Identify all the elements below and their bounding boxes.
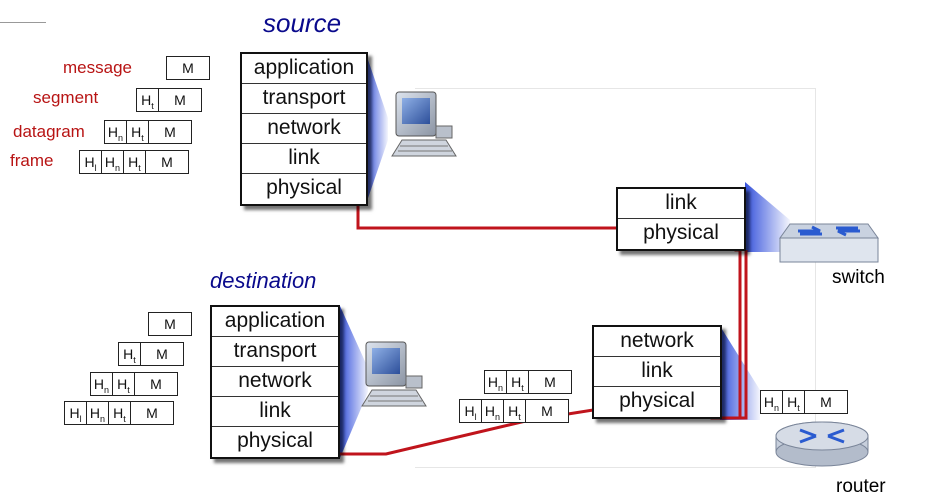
header-hl: Hl xyxy=(65,402,87,424)
source-computer-icon xyxy=(391,91,457,157)
source-layer-physical: physical xyxy=(266,176,342,199)
router-layer-link: link xyxy=(594,357,720,387)
dest-layer-physical: physical xyxy=(237,429,313,452)
source-protocol-stack: application transport network link physi… xyxy=(240,52,368,206)
header-hn: Hn xyxy=(91,373,113,395)
pdu-frame-dest: Hl Hn Ht M xyxy=(64,401,174,425)
header-ht: Ht xyxy=(119,343,141,365)
destination-title: destination xyxy=(210,268,317,293)
header-hn: Hn xyxy=(105,121,127,143)
source-layer-transport: transport xyxy=(242,84,366,114)
header-hn: Hn xyxy=(87,402,109,424)
header-ht: Ht xyxy=(127,121,149,143)
switch-layer-link: link xyxy=(618,189,744,219)
header-ht: Ht xyxy=(137,89,159,111)
switch-layer-physical: physical xyxy=(643,221,719,244)
header-hn: Hn xyxy=(761,391,783,413)
header-ht: Ht xyxy=(113,373,135,395)
pdu-datagram-router-in: Hn Ht M xyxy=(484,370,572,394)
payload-m: M xyxy=(146,405,158,421)
top-rule xyxy=(0,22,46,23)
header-ht: Ht xyxy=(109,402,131,424)
payload-m: M xyxy=(182,60,194,76)
pdu-label-datagram: datagram xyxy=(13,122,85,141)
pdu-segment-source: Ht M xyxy=(136,88,202,112)
destination-protocol-stack: application transport network link physi… xyxy=(210,305,340,459)
payload-m: M xyxy=(150,376,162,392)
dest-layer-network: network xyxy=(212,367,338,397)
router-icon xyxy=(775,421,869,467)
header-hl: Hl xyxy=(460,400,482,422)
header-hn: Hn xyxy=(482,400,504,422)
payload-m: M xyxy=(541,403,553,419)
header-ht: Ht xyxy=(504,400,526,422)
switch-protocol-stack: link physical xyxy=(616,187,746,251)
header-hl: Hl xyxy=(80,151,102,173)
header-ht: Ht xyxy=(124,151,146,173)
router-layer-physical: physical xyxy=(619,389,695,412)
source-layer-application: application xyxy=(242,54,366,84)
pdu-segment-dest: Ht M xyxy=(118,342,184,366)
header-ht: Ht xyxy=(507,371,529,393)
dest-layer-transport: transport xyxy=(212,337,338,367)
switch-beam xyxy=(745,182,790,252)
source-beam xyxy=(366,54,388,204)
data-path-router-return xyxy=(720,250,748,420)
switch-label: switch xyxy=(832,267,885,288)
payload-m: M xyxy=(174,92,186,108)
header-ht: Ht xyxy=(783,391,805,413)
source-layer-network: network xyxy=(242,114,366,144)
pdu-label-segment: segment xyxy=(33,88,99,107)
pdu-frame-router-in: Hl Hn Ht M xyxy=(459,399,569,423)
pdu-datagram-router-out: Hn Ht M xyxy=(760,390,848,414)
pdu-datagram-dest: Hn Ht M xyxy=(90,372,178,396)
switch-icon xyxy=(779,223,879,263)
payload-m: M xyxy=(820,394,832,410)
pdu-frame-source: Hl Hn Ht M xyxy=(79,150,189,174)
router-label: router xyxy=(836,476,886,497)
network-region xyxy=(415,88,816,468)
pdu-label-message: message xyxy=(63,58,132,77)
pdu-datagram-source: Hn Ht M xyxy=(104,120,192,144)
payload-m: M xyxy=(164,316,176,332)
source-title: source xyxy=(263,8,342,38)
header-hn: Hn xyxy=(102,151,124,173)
source-layer-link: link xyxy=(242,144,366,174)
dest-layer-link: link xyxy=(212,397,338,427)
payload-m: M xyxy=(156,346,168,362)
pdu-message-source: M xyxy=(166,56,210,80)
dest-layer-application: application xyxy=(212,307,338,337)
router-protocol-stack: network link physical xyxy=(592,325,722,419)
payload-m: M xyxy=(164,124,176,140)
pdu-message-dest: M xyxy=(148,312,192,336)
destination-computer-icon xyxy=(361,341,427,407)
payload-m: M xyxy=(544,374,556,390)
payload-m: M xyxy=(161,154,173,170)
pdu-label-frame: frame xyxy=(10,151,54,170)
router-layer-network: network xyxy=(594,327,720,357)
header-hn: Hn xyxy=(485,371,507,393)
dest-beam xyxy=(340,306,368,458)
